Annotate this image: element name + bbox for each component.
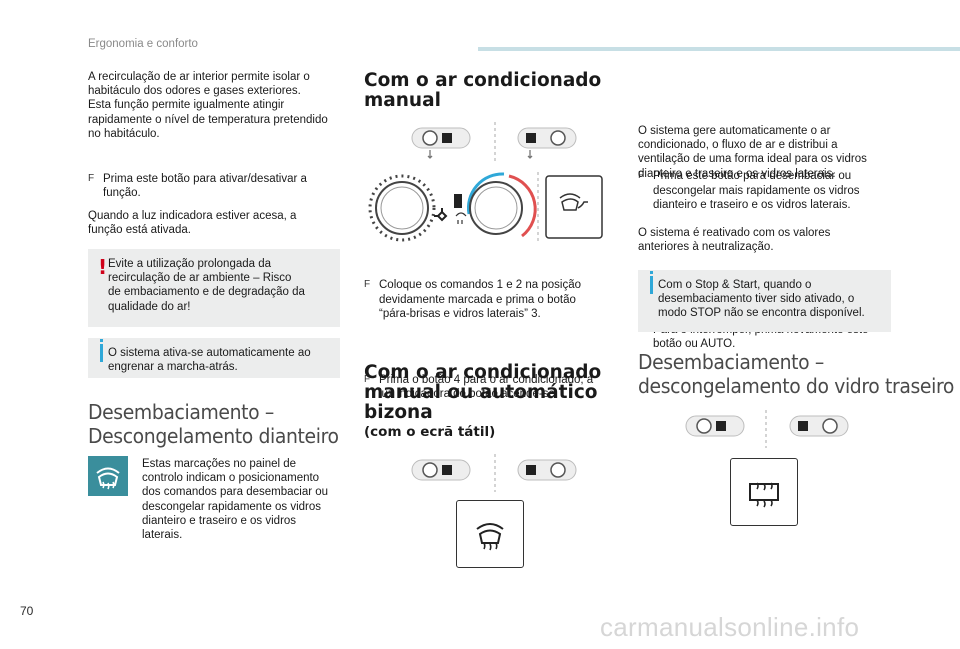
rear-defrost-button[interactable] bbox=[730, 458, 798, 526]
vent-icons-rear bbox=[684, 410, 854, 455]
section-header: Ergonomia e conforto bbox=[88, 38, 198, 50]
header-bar bbox=[478, 47, 960, 51]
markings-text: Estas marcações no painel de controlo in… bbox=[142, 458, 329, 542]
temperature-knob-icon bbox=[466, 172, 537, 238]
rear-defrost-icon bbox=[749, 482, 779, 508]
vent-icons-dual bbox=[410, 454, 580, 499]
bullet-press-demist: F Prima este botão para desembaciar ou d… bbox=[638, 170, 860, 211]
recirculation-intro: A recirculação de ar interior permite is… bbox=[88, 71, 328, 140]
front-defrost-marking-icon bbox=[88, 456, 128, 496]
reactivated-text: O sistema é reativado com os valores ant… bbox=[638, 227, 831, 254]
bullet-marker-icon: F bbox=[88, 173, 95, 184]
fan-icon bbox=[434, 208, 448, 222]
watermark: carmanualsonline.info bbox=[600, 612, 860, 642]
air-distribution-knob-icon bbox=[368, 174, 436, 242]
bullet-set-controls: F Coloque os comandos 1 e 2 na posição d… bbox=[364, 279, 582, 320]
heading-rear-defrost: Desembaciamento – descongelamento do vid… bbox=[638, 350, 955, 398]
vent-right-icon bbox=[517, 127, 577, 159]
warning-icon: ! bbox=[98, 255, 108, 279]
bullet-activate: F Prima este botão para ativar/desativar… bbox=[88, 173, 307, 200]
subheading-touch-screen: (com o ecrã tátil) bbox=[364, 424, 496, 440]
info-icon bbox=[650, 271, 653, 294]
warning-box: ! Evite a utilização prolongada da recir… bbox=[88, 249, 340, 327]
warning-text: Evite a utilização prolongada da recircu… bbox=[108, 258, 305, 313]
heading-front-defrost: Desembaciamento – Descongelamento diante… bbox=[88, 400, 339, 448]
page-number: 70 bbox=[20, 604, 34, 618]
indicator-note: Quando a luz indicadora estiver acesa, a… bbox=[88, 210, 297, 237]
front-defrost-button[interactable] bbox=[456, 500, 524, 568]
info-box-reverse: O sistema ativa-se automaticamente ao en… bbox=[88, 338, 340, 378]
info-box-stop-start: Com o Stop & Start, quando o desembaciam… bbox=[638, 270, 891, 332]
system-manages-text: O sistema gere automaticamente o ar cond… bbox=[638, 125, 867, 180]
heading-dual-zone: Com o ar condicionado manual ou automáti… bbox=[364, 362, 602, 423]
bullet-marker-icon: F bbox=[364, 374, 371, 386]
bullet-button-4: F Prima o botão 4 para o ar condicionado… bbox=[364, 374, 594, 401]
bullet-marker-icon: F bbox=[364, 279, 371, 291]
heading-manual-ac: Com o ar condicionado manual bbox=[364, 70, 602, 111]
windscreen-demist-button-icon bbox=[545, 175, 603, 239]
info-text: O sistema ativa-se automaticamente ao en… bbox=[108, 347, 311, 374]
vent-icons-manual bbox=[410, 122, 580, 175]
vent-left-icon bbox=[411, 127, 471, 159]
defrost-marking-small-icon bbox=[454, 194, 467, 224]
bullet-marker-icon: F bbox=[638, 170, 645, 182]
info-text: Com o Stop & Start, quando o desembaciam… bbox=[658, 279, 865, 320]
front-defrost-icon bbox=[476, 523, 504, 551]
info-icon bbox=[100, 339, 103, 362]
manual-ac-controls bbox=[364, 168, 614, 253]
